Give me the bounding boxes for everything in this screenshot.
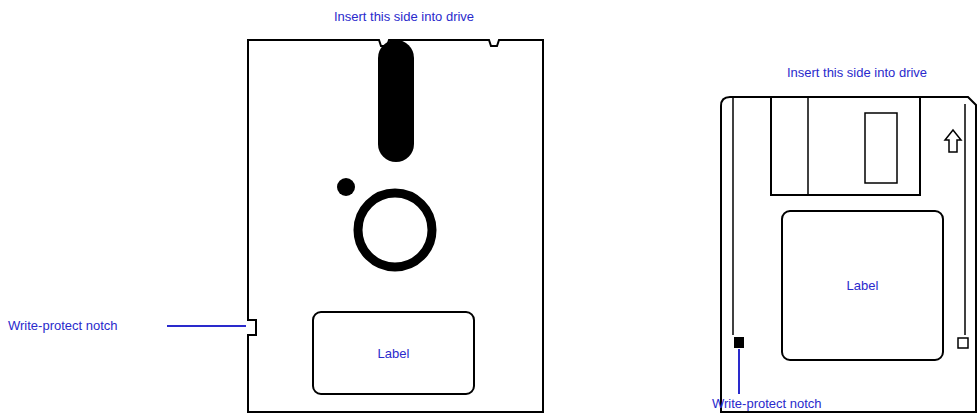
direction-arrow bbox=[945, 130, 961, 152]
label-area: Label bbox=[312, 311, 475, 395]
insert-direction: Insert this side into drive bbox=[721, 65, 977, 80]
index-hole bbox=[337, 178, 355, 196]
write-protect-notch bbox=[734, 337, 744, 348]
insert-direction: Insert this side into drive bbox=[248, 9, 560, 24]
floppy-disk: Insert this side into driveLabel bbox=[248, 9, 560, 413]
label-text: Label bbox=[378, 346, 410, 361]
shutter-window bbox=[865, 113, 897, 183]
disk-rim bbox=[732, 97, 734, 335]
shutter-edge bbox=[807, 97, 809, 195]
label-text: Label bbox=[847, 278, 879, 293]
leader-line bbox=[167, 325, 246, 327]
callout-label: Write-protect notch bbox=[712, 396, 822, 411]
floppy-disk: Insert this side into driveLabel bbox=[721, 65, 977, 413]
disk-outline bbox=[721, 97, 976, 412]
callout-label: Write-protect notch bbox=[8, 318, 118, 333]
hub-hole bbox=[358, 193, 432, 267]
disk-rim bbox=[964, 104, 966, 335]
disk-outline bbox=[248, 40, 543, 412]
leader-line bbox=[738, 349, 740, 394]
head-slot bbox=[378, 40, 414, 162]
density-hole bbox=[958, 338, 968, 348]
shutter bbox=[771, 97, 920, 195]
label-area: Label bbox=[781, 210, 944, 361]
